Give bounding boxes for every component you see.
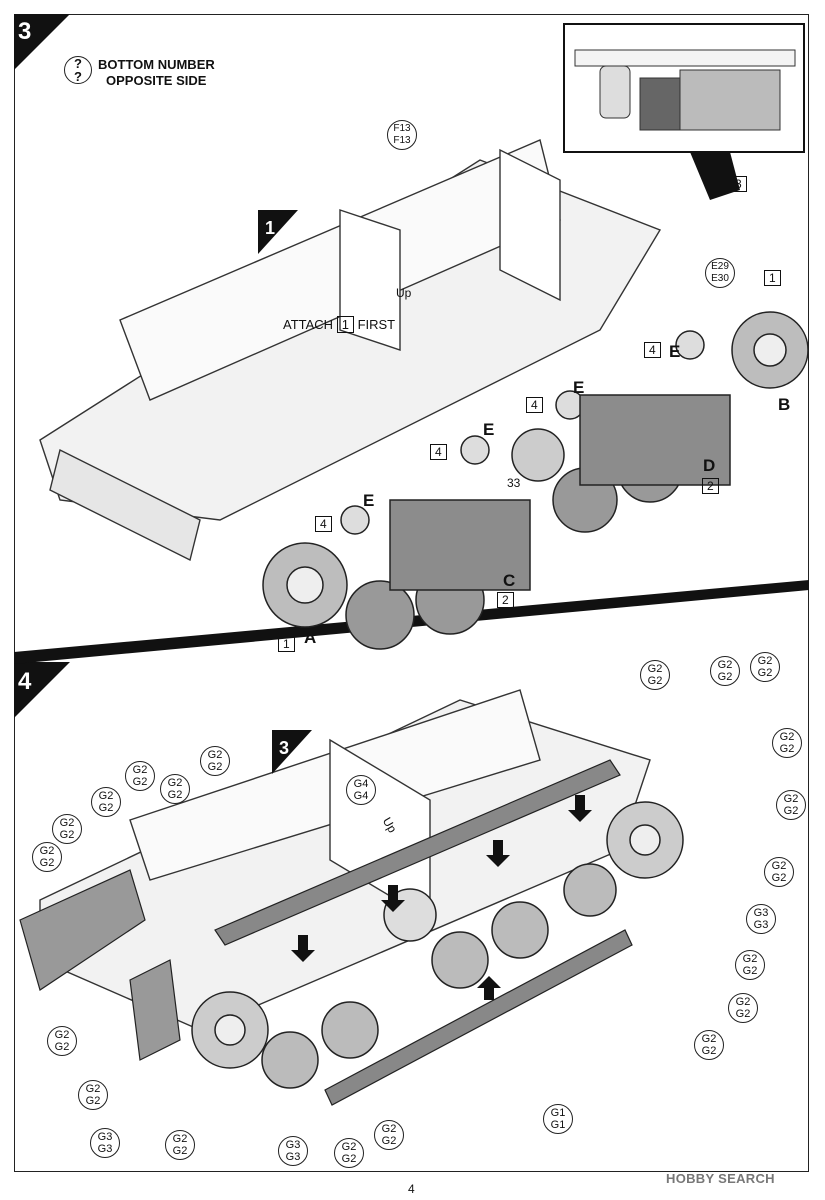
step4-number: 4 — [18, 668, 32, 695]
page-frame — [14, 14, 809, 1172]
part-label-33: 33 — [507, 476, 521, 490]
part-label-e2: E — [573, 378, 585, 397]
step3-hull — [39, 139, 662, 562]
part-label-d: D — [703, 456, 716, 475]
step3-corner — [14, 14, 70, 70]
svg-text:1: 1 — [265, 218, 275, 238]
step4-arrows — [291, 795, 592, 1000]
note-line2: OPPOSITE SIDE — [106, 73, 207, 88]
attach-instruction: ATTACH 1 FIRST — [283, 316, 396, 333]
note-line1: BOTTOM NUMBER — [98, 57, 215, 72]
substep-marker-3: 3 — [272, 730, 312, 774]
step3-number: 3 — [18, 18, 32, 45]
box-4c: 4 — [430, 444, 447, 460]
step4-tracks — [19, 759, 633, 1106]
box-2b: 2 — [702, 478, 719, 494]
step4-corner — [14, 662, 70, 718]
svg-text:3: 3 — [279, 738, 289, 758]
part-label-e3: E — [483, 420, 495, 439]
step4-wheels — [191, 801, 684, 1089]
part-label-b: B — [778, 395, 791, 414]
inset-pointer — [690, 152, 740, 200]
page-number: 4 — [408, 1182, 415, 1196]
part-label-e1: E — [669, 342, 681, 361]
box-4b: 4 — [526, 397, 543, 413]
inset-detail — [574, 49, 796, 131]
box-1a: 1 — [764, 270, 781, 286]
part-label-c: C — [503, 571, 516, 590]
watermark: HOBBY SEARCH — [666, 1171, 775, 1186]
box-2a: 2 — [497, 592, 514, 608]
part-label-e4: E — [363, 491, 375, 510]
part-label-a: A — [304, 628, 317, 647]
substep-marker-1: 1 — [258, 210, 298, 254]
box-4a: 4 — [644, 342, 661, 358]
box-1b: 1 — [278, 636, 295, 652]
up-label-step3: Up — [396, 286, 412, 300]
note-icon: ?? — [64, 56, 92, 84]
box-3: 3 — [730, 176, 747, 192]
box-4d: 4 — [315, 516, 332, 532]
step3-wheels — [262, 311, 809, 650]
